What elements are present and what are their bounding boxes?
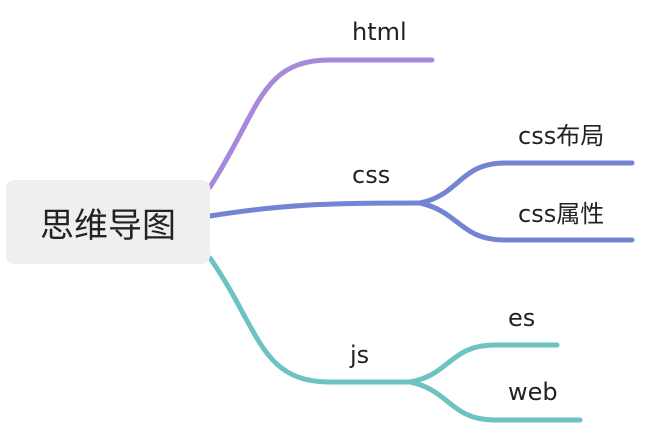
edge-js-web <box>407 379 583 423</box>
node-css[interactable]: css <box>352 161 391 189</box>
node-css-properties[interactable]: css属性 <box>518 200 605 228</box>
node-js[interactable]: js <box>350 341 370 369</box>
edge-css-properties <box>417 200 635 243</box>
edge-css <box>207 200 423 219</box>
root-label: 思维导图 <box>40 205 176 246</box>
edge-js <box>207 255 413 385</box>
node-js-web[interactable]: web <box>508 378 558 406</box>
root-node[interactable]: 思维导图 <box>6 180 210 264</box>
node-css-layout[interactable]: css布局 <box>518 122 605 150</box>
edge-js-es <box>407 342 560 385</box>
node-js-es[interactable]: es <box>508 304 536 332</box>
edge-css-layout <box>417 160 635 206</box>
node-html[interactable]: html <box>352 18 407 46</box>
edge-html <box>207 57 435 190</box>
